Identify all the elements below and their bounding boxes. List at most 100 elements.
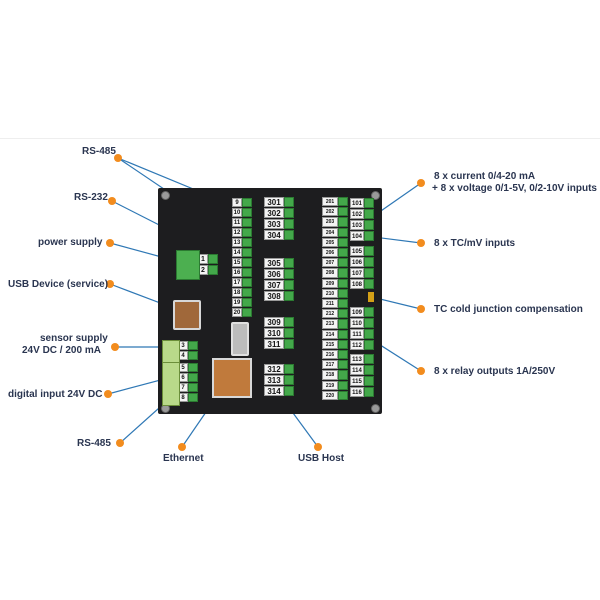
terminal-label: 207 (322, 258, 338, 268)
terminal-screw (242, 268, 252, 277)
terminal-screw (284, 328, 294, 338)
terminal-screw (188, 351, 198, 360)
power-connector (176, 250, 200, 280)
terminal-screw (284, 230, 294, 240)
terminal-screw (284, 258, 294, 268)
terminal-screw (208, 254, 218, 264)
label-current-2: + 8 x voltage 0/1-5V, 0/2-10V inputs (432, 183, 597, 194)
terminal-label: 213 (322, 319, 338, 329)
terminal-label: 211 (322, 299, 338, 309)
terminal-label: 205 (322, 237, 338, 247)
terminal-label: 106 (350, 257, 364, 267)
terminal-screw (338, 288, 348, 298)
marker-digital (104, 390, 112, 398)
terminal-screw (188, 341, 198, 350)
terminal-label: 201 (322, 197, 338, 207)
terminal-screw (242, 198, 252, 207)
terminal-screw (284, 208, 294, 218)
marker-cold (417, 305, 425, 313)
terminal-screw (364, 279, 374, 289)
terminal-label: 215 (322, 339, 338, 349)
terminal-screw (364, 220, 374, 230)
terminal-screw (338, 197, 348, 207)
terminal-screw (284, 364, 294, 374)
terminal-screw (364, 354, 374, 364)
terminal-label: 208 (322, 268, 338, 278)
terminal-screw (338, 268, 348, 278)
screw-tl (161, 191, 170, 200)
terminal-screw (364, 231, 374, 241)
label-sensor-supply-1: sensor supply (40, 333, 108, 344)
terminal-screw (338, 370, 348, 380)
terminal-screw (242, 288, 252, 297)
sensor-connector (162, 340, 180, 364)
terminal-screw (242, 248, 252, 257)
terminal-screw (284, 219, 294, 229)
screw-tr (371, 191, 380, 200)
terminal-label: 214 (322, 329, 338, 339)
terminal-label: 9 (232, 198, 242, 207)
terminal-screw (188, 363, 198, 372)
terminal-screw (364, 268, 374, 278)
terminal-screw (284, 386, 294, 396)
terminal-label: 19 (232, 298, 242, 307)
terminal-label: 102 (350, 209, 364, 219)
terminal-label: 218 (322, 370, 338, 380)
terminal-screw (188, 393, 198, 402)
terminal-label: 107 (350, 268, 364, 278)
terminal-label: 219 (322, 380, 338, 390)
terminal-screw (284, 197, 294, 207)
marker-rs485-bottom (116, 439, 124, 447)
terminal-screw (242, 258, 252, 267)
terminal-label: 217 (322, 360, 338, 370)
terminal-label: 108 (350, 279, 364, 289)
terminal-label: 18 (232, 288, 242, 297)
terminal-label: 15 (232, 258, 242, 267)
label-current-1: 8 x current 0/4-20 mA (434, 171, 536, 182)
terminal-screw (338, 329, 348, 339)
top-divider (0, 138, 600, 139)
terminal-label: 101 (350, 198, 364, 208)
terminal-screw (242, 308, 252, 317)
terminal-label: 311 (264, 339, 284, 349)
terminal-label: 313 (264, 375, 284, 385)
marker-relay (417, 367, 425, 375)
terminal-screw (338, 299, 348, 309)
terminal-label: 112 (350, 340, 364, 350)
terminal-label: 301 (264, 197, 284, 207)
terminal-screw (208, 265, 218, 275)
terminal-screw (338, 350, 348, 360)
terminal-screw (364, 387, 374, 397)
label-digital-input: digital input 24V DC (8, 389, 103, 400)
usb-device-port (173, 300, 201, 330)
terminal-label: 309 (264, 317, 284, 327)
terminal-label: 216 (322, 350, 338, 360)
terminal-label: 206 (322, 248, 338, 258)
terminal-label: 203 (322, 217, 338, 227)
terminal-label: 11 (232, 218, 242, 227)
terminal-label: 212 (322, 309, 338, 319)
marker-current (417, 179, 425, 187)
digital-connector (162, 362, 180, 406)
terminal-label: 312 (264, 364, 284, 374)
terminal-label: 20 (232, 308, 242, 317)
terminal-label: 111 (350, 329, 364, 339)
terminal-screw (338, 319, 348, 329)
terminal-screw (364, 329, 374, 339)
terminal-screw (364, 340, 374, 350)
marker-sensor (111, 343, 119, 351)
terminal-screw (338, 217, 348, 227)
terminal-screw (284, 375, 294, 385)
terminal-screw (338, 309, 348, 319)
terminal-screw (364, 376, 374, 386)
terminal-screw (338, 380, 348, 390)
terminal-screw (338, 278, 348, 288)
terminal-label: 302 (264, 208, 284, 218)
terminal-screw (364, 209, 374, 219)
label-tc-mv: 8 x TC/mV inputs (434, 238, 516, 249)
terminal-screw (364, 318, 374, 328)
label-sensor-supply-2: 24V DC / 200 mA (22, 345, 101, 356)
terminal-screw (284, 280, 294, 290)
ethernet-port (212, 358, 252, 398)
marker-ethernet (178, 443, 186, 451)
